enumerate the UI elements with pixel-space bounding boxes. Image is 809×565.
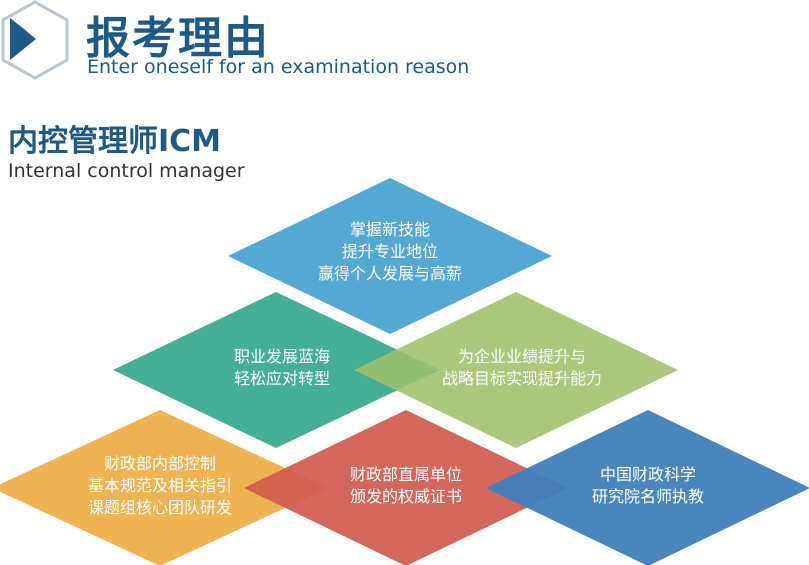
- diamond-enterprise-text: 为企业业绩提升与 战略目标实现提升能力: [441, 347, 603, 388]
- diamond-research: [0, 410, 328, 565]
- section-subtitle: Internal control manager: [8, 160, 245, 182]
- section-title: 内控管理师ICM: [8, 124, 222, 159]
- diamond-enterprise: [354, 292, 678, 448]
- diamond-certificate-text: 财政部直属单位 颁发的权威证书: [349, 465, 463, 506]
- diamond-research-text: 财政部内部控制 基本规范及相关指引 课题组核心团队研发: [87, 454, 233, 517]
- page-title: 报考理由: [86, 13, 270, 64]
- diamond-certificate: [244, 410, 568, 565]
- diamond-career: [113, 292, 440, 448]
- diamond-teachers: [486, 410, 809, 565]
- diamond-skills: [228, 178, 552, 334]
- diamond-skills-text: 掌握新技能 提升专业地位 赢得个人发展与高薪: [317, 220, 463, 283]
- diamond-career-text: 职业发展蓝海 轻松应对转型: [233, 347, 331, 388]
- play-badge-icon: [1, 0, 69, 80]
- diamond-teachers-text: 中国财政科学 研究院名师执教: [591, 465, 705, 506]
- page-subtitle: Enter oneself for an examination reason: [87, 56, 470, 78]
